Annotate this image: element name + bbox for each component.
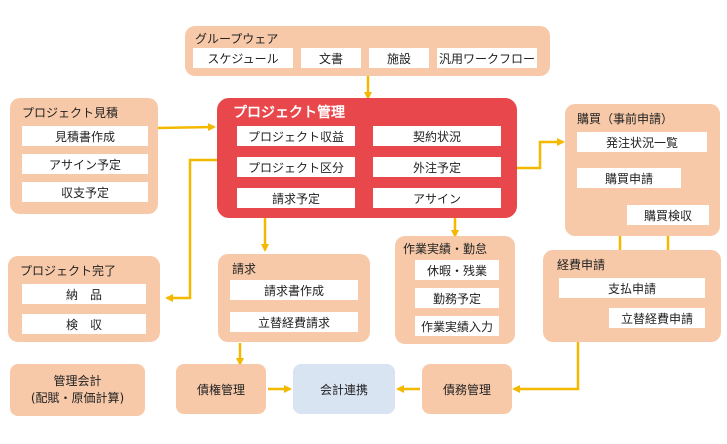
groupware-title: グループウェア — [195, 32, 279, 46]
assignment-item[interactable]: アサイン — [373, 188, 501, 208]
project-completion-group: プロジェクト完了 納 品 検 収 — [8, 256, 160, 342]
allocation-costing-label: (配賦・原価計算) — [30, 391, 125, 405]
management-accounting-label: 管理会計 — [53, 374, 102, 388]
budget-plan-item[interactable]: 収支予定 — [22, 182, 148, 202]
purchase-inspection-item[interactable]: 購買検収 — [627, 205, 709, 225]
schedule-item[interactable]: スケジュール — [193, 48, 293, 68]
work-schedule-item[interactable]: 勤務予定 — [415, 288, 499, 308]
work-record-input-item[interactable]: 作業実績入力 — [415, 316, 499, 336]
project-management-title: プロジェクト管理 — [233, 105, 345, 121]
quote-creation-item[interactable]: 見積書作成 — [22, 126, 148, 146]
project-revenue-item[interactable]: プロジェクト収益 — [237, 126, 355, 146]
expense-application-item[interactable]: 立替経費申請 — [609, 308, 705, 328]
project-estimate-title: プロジェクト見積 — [22, 106, 119, 120]
work-attendance-title: 作業実績・勤怠 — [403, 242, 488, 256]
delivery-item[interactable]: 納 品 — [22, 284, 146, 304]
project-management-group: プロジェクト管理 プロジェクト収益 契約状況 プロジェクト区分 外注予定 請求予… — [217, 98, 517, 218]
payment-request-item[interactable]: 支払申請 — [559, 278, 705, 298]
arrow-main-to-completion — [165, 158, 218, 302]
work-attendance-group: 作業実績・勤怠 休暇・残業 勤務予定 作業実績入力 — [395, 236, 515, 344]
expense-title: 経費申請 — [557, 258, 606, 272]
payables-box[interactable]: 債務管理 — [422, 364, 512, 414]
outsourcing-plan-item[interactable]: 外注予定 — [373, 157, 501, 177]
project-completion-title: プロジェクト完了 — [20, 264, 117, 278]
acceptance-item[interactable]: 検 収 — [22, 314, 146, 334]
project-category-item[interactable]: プロジェクト区分 — [237, 157, 355, 177]
facilities-item[interactable]: 施設 — [369, 48, 429, 68]
order-status-item[interactable]: 発注状況一覧 — [577, 132, 707, 152]
expense-group: 経費申請 支払申請 立替経費申請 — [543, 250, 721, 342]
assign-plan-item[interactable]: アサイン予定 — [22, 154, 148, 174]
accounting-link-box[interactable]: 会計連携 — [293, 364, 395, 414]
leave-overtime-item[interactable]: 休暇・残業 — [415, 260, 499, 280]
workflow-item[interactable]: 汎用ワークフロー — [437, 48, 537, 68]
expense-claim-item[interactable]: 立替経費請求 — [230, 312, 358, 332]
billing-group: 請求 請求書作成 立替経費請求 — [218, 254, 370, 342]
management-accounting-box[interactable]: 管理会計 (配賦・原価計算) — [10, 364, 145, 416]
invoice-creation-item[interactable]: 請求書作成 — [230, 280, 358, 300]
billing-plan-item[interactable]: 請求予定 — [237, 188, 355, 208]
billing-title: 請求 — [232, 262, 257, 276]
contract-status-item[interactable]: 契約状況 — [373, 126, 501, 146]
arrow-main-to-purchase — [500, 138, 565, 170]
groupware-group: グループウェア スケジュール 文書 施設 汎用ワークフロー — [185, 26, 550, 76]
documents-item[interactable]: 文書 — [301, 48, 361, 68]
purchase-title: 購買（事前申請） — [577, 112, 674, 126]
project-estimate-group: プロジェクト見積 見積書作成 アサイン予定 収支予定 — [10, 98, 158, 214]
purchase-request-item[interactable]: 購買申請 — [577, 168, 681, 188]
purchase-group: 購買（事前申請） 発注状況一覧 購買申請 購買検収 — [565, 104, 720, 236]
receivables-box[interactable]: 債権管理 — [176, 364, 266, 414]
arrow-estimate-to-main — [156, 123, 216, 132]
